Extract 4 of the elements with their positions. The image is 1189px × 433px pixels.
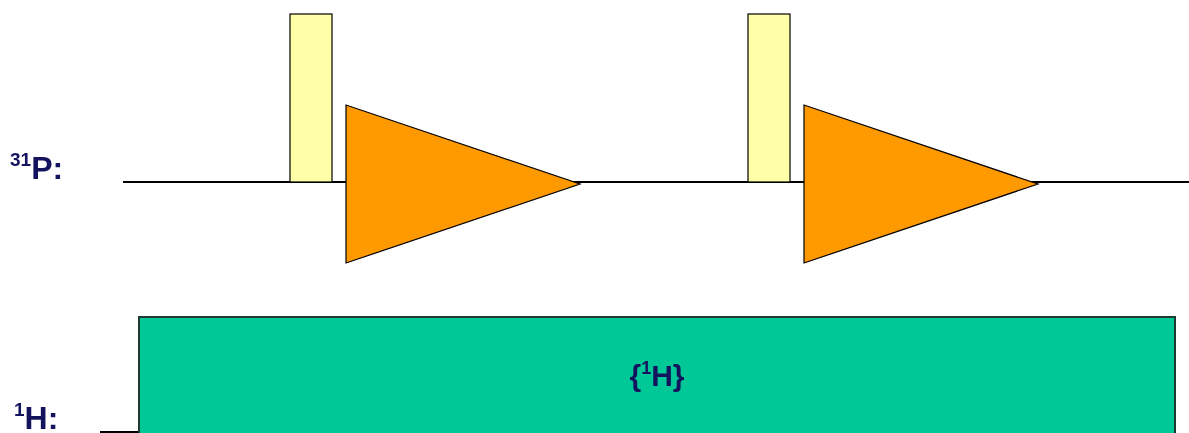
- channel-label: {$^{1}$H}: [629, 358, 685, 393]
- decoupling-block: [138, 316, 1176, 433]
- channel-label: $^{1}$H:: [14, 400, 59, 433]
- channel-label: $^{31}$P:: [10, 150, 64, 184]
